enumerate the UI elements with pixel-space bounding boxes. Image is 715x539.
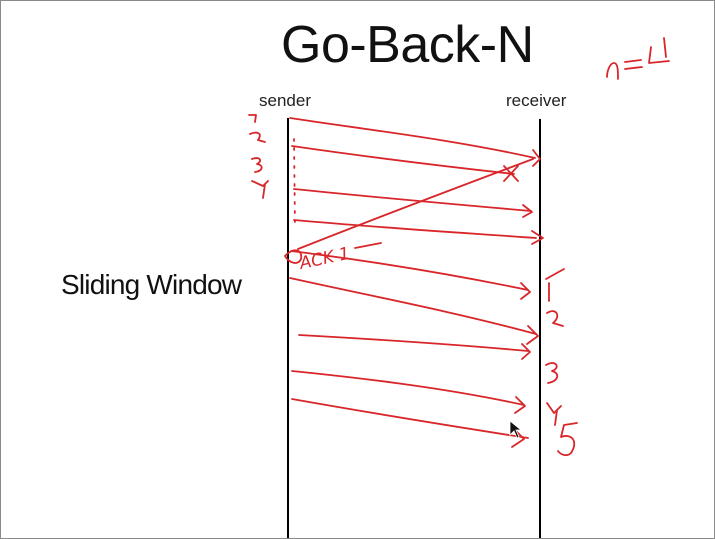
- window-bracket: [293, 138, 296, 228]
- frame-arrow-2: [291, 145, 515, 175]
- sender-seq-1: [248, 114, 257, 123]
- frame-arrow-1: [289, 117, 536, 159]
- ack-label: ACK 1: [297, 244, 352, 274]
- ack-underline: [354, 242, 382, 249]
- receiver-seq-4: [546, 402, 562, 426]
- receiver-seq-5: [557, 422, 578, 457]
- slide-title: Go-Back-N: [281, 16, 534, 74]
- resend-arrowhead-3: [521, 343, 531, 360]
- receiver-seq-3: [545, 362, 559, 384]
- frame-arrow-4: [293, 219, 537, 239]
- resend-arrow-4: [291, 370, 525, 406]
- resend-arrow-2: [289, 277, 537, 335]
- frame-arrow-3: [293, 188, 532, 212]
- handwriting-equals: [624, 59, 643, 70]
- sender-label: sender: [259, 91, 311, 110]
- receiver-label: receiver: [506, 91, 567, 110]
- frame-arrowhead-4: [531, 230, 544, 245]
- handwriting-n: [606, 62, 619, 80]
- sender-seq-2: [249, 131, 266, 143]
- frame-arrowhead-3: [522, 204, 533, 218]
- resend-arrowhead-1: [520, 282, 531, 300]
- receiver-seq-2: [546, 310, 564, 327]
- ack-arrow: [297, 158, 534, 250]
- frame-arrowhead-1: [532, 149, 541, 167]
- cursor-icon: [509, 420, 523, 439]
- resend-arrow-5: [291, 398, 529, 439]
- sender-seq-4: [251, 180, 269, 199]
- resend-arrowhead-2: [526, 325, 539, 345]
- resend-arrow-3: [298, 334, 529, 352]
- sliding-window-label: Sliding Window: [61, 269, 242, 300]
- sender-seq-3: [251, 157, 263, 173]
- resend-arrowhead-4: [514, 396, 526, 414]
- resend-arrow-1: [290, 250, 529, 291]
- handwriting-four: [648, 37, 670, 64]
- receiver-seq-1: [545, 268, 565, 302]
